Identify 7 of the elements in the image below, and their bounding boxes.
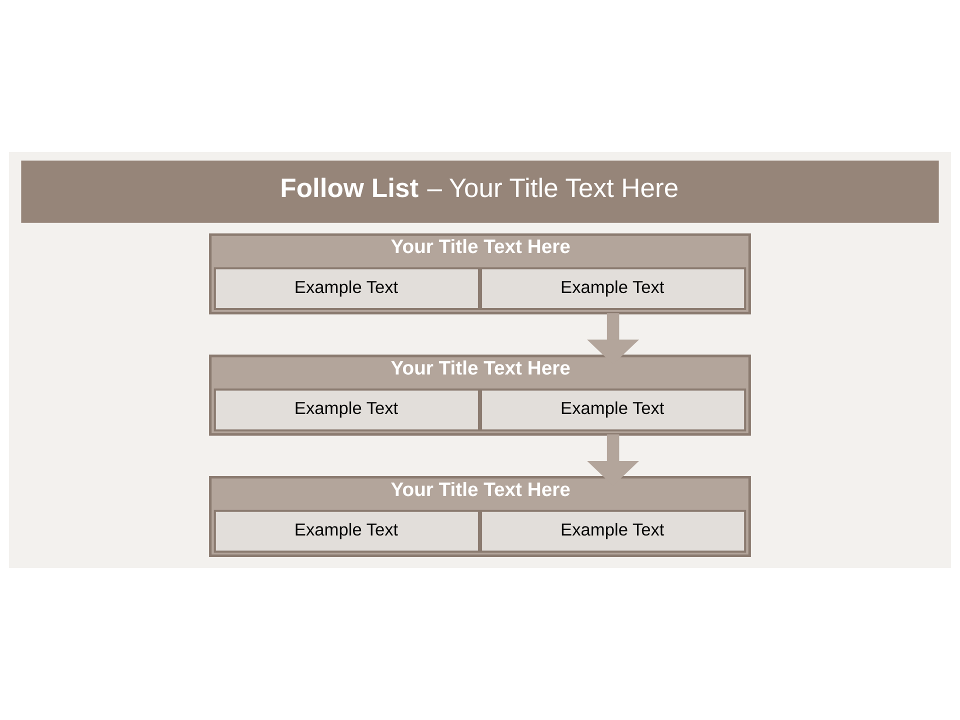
node-box: Example Text: [214, 267, 480, 310]
diagram-title: Follow List – Your Title Text Here: [280, 173, 679, 204]
node-box: Example Text: [214, 510, 480, 553]
node-box: Example Text: [480, 388, 746, 432]
node-box: Example Text: [480, 510, 746, 553]
node-box: Example Text: [480, 267, 746, 310]
node-box: Example Text: [214, 388, 480, 432]
